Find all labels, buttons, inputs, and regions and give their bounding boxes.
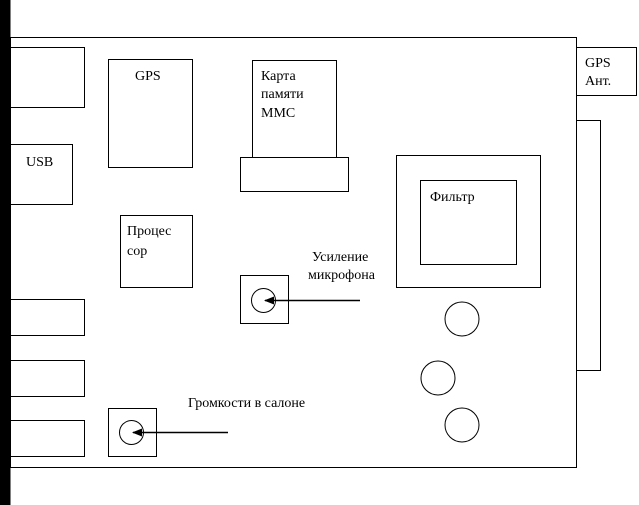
left-connector-3 xyxy=(10,420,85,457)
card-label-line3: MMC xyxy=(261,106,295,121)
processor xyxy=(120,215,193,288)
mic-gain-label-bg xyxy=(300,242,394,288)
round-component-2 xyxy=(420,360,456,396)
front-panel xyxy=(0,0,11,505)
usb-connector xyxy=(10,144,73,205)
left-connector-1 xyxy=(10,299,85,336)
gps-antenna-connector xyxy=(576,47,637,96)
filter-module xyxy=(420,180,517,265)
mic-gain-label-line1: Усиление xyxy=(312,250,368,265)
card-slot xyxy=(240,157,349,192)
top-left-connector xyxy=(10,47,85,108)
gps-antenna-label-line1: GPS xyxy=(585,56,611,71)
mic-gain-label-line2: микрофона xyxy=(308,268,376,283)
filter-label: Фильтр xyxy=(430,190,475,205)
round-component-3 xyxy=(444,407,480,443)
gps-module xyxy=(108,59,193,168)
left-connector-2 xyxy=(10,360,85,397)
memory-card xyxy=(252,60,337,159)
usb-label: USB xyxy=(26,155,53,170)
mic-gain-pot-body xyxy=(240,275,289,324)
card-label-line1: Карта xyxy=(261,69,296,84)
card-label-line2: памяти xyxy=(261,87,304,102)
processor-label-line1: Процес xyxy=(127,224,171,239)
round-component-1 xyxy=(444,301,480,337)
filter-enclosure xyxy=(396,155,541,288)
processor-label-line2: сор xyxy=(127,244,147,259)
cabin-volume-label: Громкости в салоне xyxy=(188,396,305,411)
gps-antenna-label-line2: Ант. xyxy=(585,74,611,89)
right-edge-connector xyxy=(576,120,601,371)
gps-label: GPS xyxy=(135,69,161,84)
